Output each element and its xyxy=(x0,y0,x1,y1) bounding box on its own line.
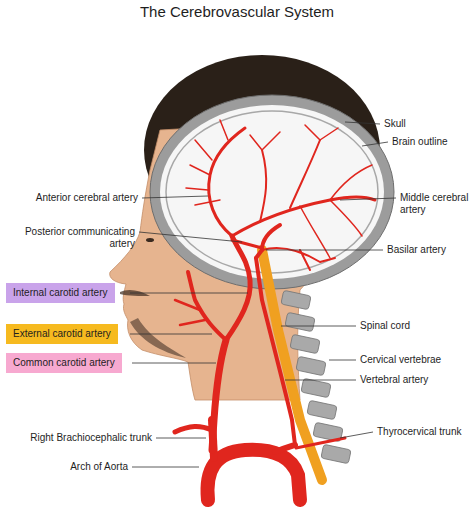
brain-outline xyxy=(166,111,378,273)
part-label: Basilar artery xyxy=(387,244,446,256)
box-label: Common carotid artery xyxy=(13,356,115,370)
diagram-title: The Cerebrovascular System xyxy=(0,3,474,21)
part-label: Arch of Aorta xyxy=(70,461,128,473)
part-label: Vertebral artery xyxy=(360,374,428,386)
part-label: Posterior communicating artery xyxy=(13,226,135,250)
highlight-box: Internal carotid artery xyxy=(6,283,115,303)
part-label: Spinal cord xyxy=(360,320,410,332)
box-label: External carotid artery xyxy=(13,327,111,341)
part-label: Thyrocervical trunk xyxy=(377,426,461,438)
highlight-box: Common carotid artery xyxy=(6,353,122,373)
box-label: Internal carotid artery xyxy=(13,286,108,300)
skull xyxy=(150,95,394,289)
skull-inner xyxy=(160,105,384,279)
part-label: Anterior cerebral artery xyxy=(36,192,138,204)
part-label: Skull xyxy=(384,118,406,130)
part-label: Middle cerebral artery xyxy=(400,192,470,216)
leader-lines xyxy=(130,122,396,467)
part-label: Cervical vertebrae xyxy=(360,354,441,366)
beard xyxy=(130,318,186,358)
eye xyxy=(146,238,154,242)
arteries xyxy=(175,120,375,500)
part-label: Brain outline xyxy=(392,136,448,148)
highlight-box: External carotid artery xyxy=(6,324,118,344)
part-label: Right Brachiocephalic trunk xyxy=(30,432,152,444)
